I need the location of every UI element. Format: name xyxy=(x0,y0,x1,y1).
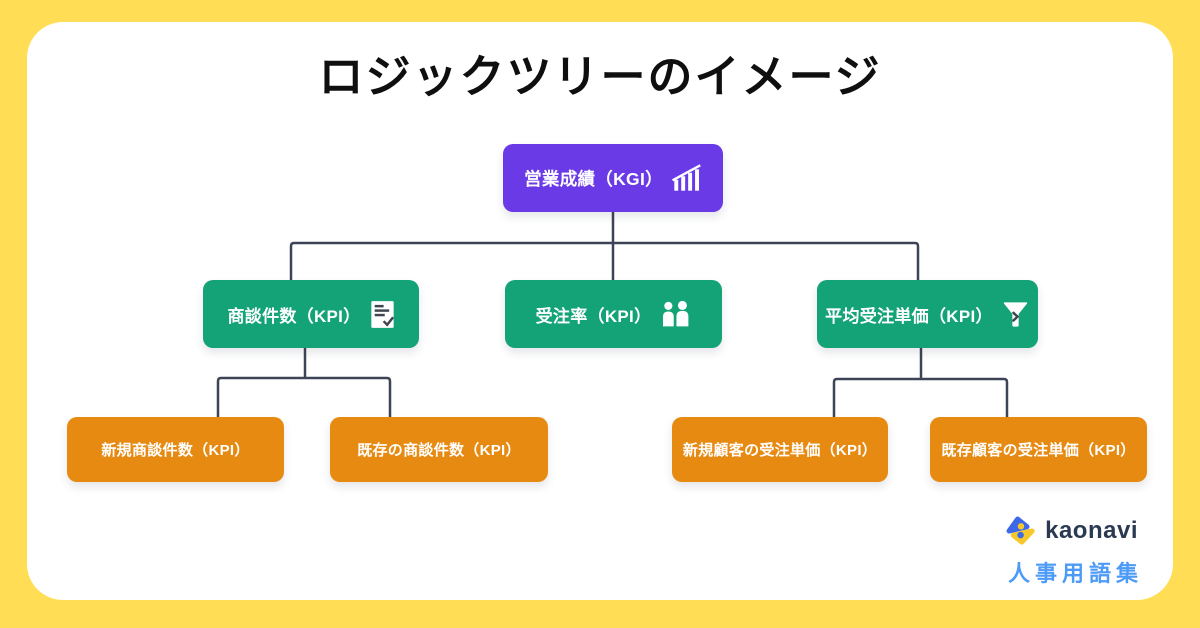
brand-footer: kaonavi 人事用語集 xyxy=(1004,514,1138,588)
document-check-icon xyxy=(370,300,395,329)
kaonavi-logo-icon xyxy=(1004,514,1038,548)
node-kpi-order-rate: 受注率（KPI） xyxy=(505,280,722,348)
node-label: 既存の商談件数（KPI） xyxy=(357,442,521,459)
node-sub-new-meeting-count: 新規商談件数（KPI） xyxy=(67,417,284,482)
brand-name: kaonavi xyxy=(1045,517,1138,544)
node-label: 既存顧客の受注単価（KPI） xyxy=(941,442,1136,459)
series-title: 人事用語集 xyxy=(1007,561,1143,586)
node-label: 商談件数（KPI） xyxy=(227,306,361,326)
growth-chart-icon xyxy=(671,163,702,193)
node-sub-existing-meeting-count: 既存の商談件数（KPI） xyxy=(330,417,548,482)
node-label: 新規顧客の受注単価（KPI） xyxy=(682,442,878,459)
kaonavi-logo: kaonavi xyxy=(1004,514,1138,548)
funnel-icon xyxy=(1001,300,1030,329)
page-title: ロジックツリーのイメージ xyxy=(318,51,882,102)
node-kpi-meeting-count: 商談件数（KPI） xyxy=(203,280,419,348)
node-sub-new-customer-order-price: 新規顧客の受注単価（KPI） xyxy=(672,417,888,482)
node-label: 新規商談件数（KPI） xyxy=(101,442,250,459)
node-label: 平均受注単価（KPI） xyxy=(825,306,993,326)
node-label: 営業成績（KGI） xyxy=(524,168,663,189)
node-sub-existing-customer-order-price: 既存顧客の受注単価（KPI） xyxy=(930,417,1147,482)
people-icon xyxy=(660,300,691,329)
node-kpi-average-order-price: 平均受注単価（KPI） xyxy=(817,280,1038,348)
node-label: 受注率（KPI） xyxy=(535,306,652,326)
node-kgi-sales-results: 営業成績（KGI） xyxy=(503,144,723,212)
